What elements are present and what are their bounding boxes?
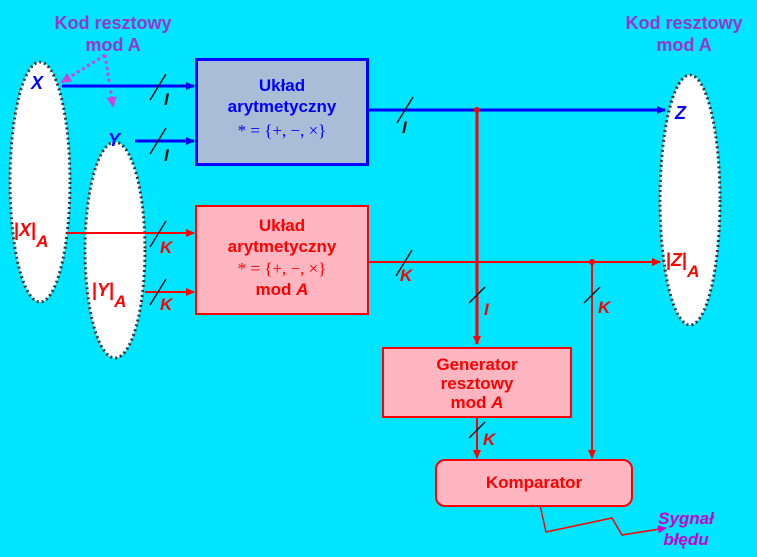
kod-pointer-y	[103, 54, 117, 108]
red-junction	[589, 259, 595, 265]
bus-width-i-label: I	[484, 300, 489, 319]
bus-width-k-label: K	[598, 298, 611, 317]
operand-x-ellipse	[8, 60, 72, 304]
bus-width-k-label: K	[400, 266, 413, 285]
x-label: X	[31, 73, 44, 93]
arith-mod-block: Układ arytmetyczny * = {+, −, ×} mod A	[195, 205, 369, 315]
bus-width-i-label: I	[402, 118, 407, 137]
z-residue-label: |Z|A	[666, 250, 700, 281]
bus-width-k-label: K	[160, 295, 173, 314]
z-label: Z	[675, 103, 686, 123]
bus-width-k-label: K	[160, 238, 173, 257]
x-residue-label: |X|A	[14, 220, 49, 251]
operations-formula-mod: * = {+, −, ×}	[237, 259, 327, 278]
operations-formula: * = {+, −, ×}	[237, 121, 327, 140]
bus-width-i-label: I	[164, 146, 169, 165]
arith-unit-block: Układ arytmetyczny * = {+, −, ×}	[195, 58, 369, 166]
bus-width-i-label: I	[164, 90, 169, 109]
residue-generator-block: Generator resztowy mod A	[382, 347, 572, 418]
operand-y-ellipse	[83, 140, 147, 360]
error-signal-line	[539, 504, 667, 536]
komparator-block: Komparator	[435, 459, 633, 507]
kod-pointer-x	[60, 53, 106, 84]
y-residue-label: |Y|A	[92, 280, 127, 311]
result-z-ellipse	[658, 73, 722, 327]
bus-width-k-label: K	[483, 430, 496, 449]
y-label: Y	[108, 130, 121, 150]
